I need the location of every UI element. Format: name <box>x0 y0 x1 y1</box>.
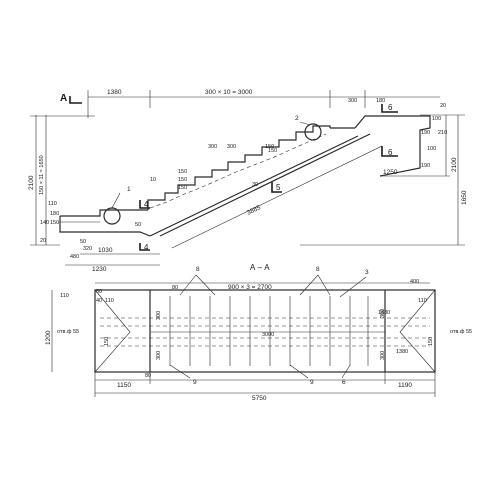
right-end-chevron <box>399 289 436 373</box>
bottom-50: 50 <box>80 239 86 245</box>
section-mark-arrow <box>69 96 82 104</box>
dim-50: 50 <box>96 289 102 295</box>
step-30: 30 <box>252 182 258 188</box>
step-150a: 150 <box>178 169 187 175</box>
dim-1200: 1200 <box>45 330 52 345</box>
plan-outline <box>94 289 436 373</box>
bottom-1030: 1030 <box>98 247 113 254</box>
step-hidden-line <box>149 133 327 209</box>
plan-view: А – А 8 8 3 900 × 3 = 2700 80 400 50 40 <box>45 263 472 402</box>
r-lower-20: 20 <box>40 238 46 244</box>
r-right-100: 100 <box>432 116 441 122</box>
dim-top-r1: 300 <box>348 98 357 104</box>
callout-6: 6 <box>342 379 346 386</box>
inner-150: 150 <box>268 148 277 154</box>
r-right-190: 190 <box>421 130 430 136</box>
dim-110-right: 110 <box>418 298 427 304</box>
diag-1250: 1250 <box>383 169 398 176</box>
cut-mark-4-bottom <box>139 243 150 251</box>
height-right-total: 2100 <box>451 157 458 172</box>
dim-top-r3: 20 <box>440 103 446 109</box>
dim-150-l: 150 <box>104 337 110 346</box>
diag-3885: 3885 <box>246 204 262 217</box>
cut-6-top: 6 <box>388 103 393 112</box>
callout-2: 2 <box>295 115 299 122</box>
dim-300-tr: 300 <box>380 309 386 318</box>
stair-steps <box>147 125 331 210</box>
r-lower-180: 180 <box>50 211 59 217</box>
dim-5750: 5750 <box>252 395 267 402</box>
dim-1150: 1150 <box>117 382 131 389</box>
r-lower-150: 150 <box>50 220 59 226</box>
cut-mark-6-bottom <box>381 146 398 157</box>
callout-3: 3 <box>365 269 369 276</box>
dim-400: 400 <box>410 279 419 285</box>
dim-110-bl: 110 <box>60 293 69 299</box>
r-right-210: 210 <box>438 130 447 136</box>
step-300b: 300 <box>227 144 236 150</box>
lower-landing-bottom <box>59 216 151 237</box>
height-risers: 150 × 11 = 1650 <box>39 155 45 195</box>
dim-300-br: 300 <box>380 351 386 360</box>
left-end-chevron <box>94 289 131 373</box>
dim-110-left: 110 <box>105 298 114 304</box>
r-right-190b: 190 <box>421 163 430 169</box>
cut-4-top: 4 <box>144 200 149 209</box>
plan-section-title: А – А <box>250 263 270 272</box>
step-50: 50 <box>135 222 141 228</box>
upper-landing-outline <box>354 115 431 177</box>
r-lower-140: 140 <box>40 220 49 226</box>
step-150d: 150 <box>265 144 274 150</box>
callout-8a: 8 <box>196 266 200 273</box>
hole-right: отв.ф 55 <box>450 329 472 335</box>
stringer-underside <box>149 135 359 237</box>
plan-step-lines <box>169 296 369 366</box>
step-150c: 150 <box>178 185 187 191</box>
cut-mark-6-top <box>381 104 398 113</box>
step-150b: 150 <box>178 177 187 183</box>
dim-top-left: 1380 <box>107 89 122 96</box>
step-300a: 300 <box>208 144 217 150</box>
cut-4-bottom: 4 <box>144 243 149 252</box>
bottom-110: 110 <box>48 201 57 207</box>
hole-left: отв.ф 55 <box>57 329 79 335</box>
dim-center: 3000 <box>262 332 274 338</box>
dim-80: 80 <box>172 285 178 291</box>
section-mark: А <box>60 93 67 104</box>
height-right: 1650 <box>461 190 468 205</box>
dim-top-r2: 180 <box>376 98 385 104</box>
dim-300-tl: 300 <box>156 311 162 320</box>
dim-150-r: 150 <box>428 337 434 346</box>
callout-1: 1 <box>127 186 131 193</box>
r-right-100b: 100 <box>427 146 436 152</box>
dim-steps: 900 × 3 = 2700 <box>228 284 272 291</box>
dim-300-bl: 300 <box>156 351 162 360</box>
cut-mark-4-top <box>139 200 150 209</box>
height-total: 2100 <box>28 175 35 190</box>
cut-6-bottom: 6 <box>388 148 393 157</box>
elevation-view: А 1380 300 × 10 = 3000 300 180 20 2100 1… <box>28 89 468 273</box>
bottom-480: 480 <box>70 254 79 260</box>
callout-9b: 9 <box>310 379 314 386</box>
cut-5: 5 <box>276 183 281 192</box>
dim-80-bl: 80 <box>145 373 151 379</box>
dim-1380-top: 1380 <box>378 310 390 316</box>
step-10: 10 <box>150 177 156 183</box>
callout-8b: 8 <box>316 266 320 273</box>
lower-landing-top <box>60 209 148 217</box>
weld-detail-circle-2 <box>304 123 322 141</box>
dim-1380-bot: 1380 <box>396 349 408 355</box>
cut-mark-5 <box>271 182 282 193</box>
bottom-1230: 1230 <box>92 266 107 273</box>
dim-1190: 1190 <box>398 382 412 389</box>
dim-top-steps: 300 × 10 = 3000 <box>205 89 253 96</box>
bottom-320: 320 <box>83 246 92 252</box>
dim-40: 40 <box>96 298 102 304</box>
callout-9a: 9 <box>193 379 197 386</box>
